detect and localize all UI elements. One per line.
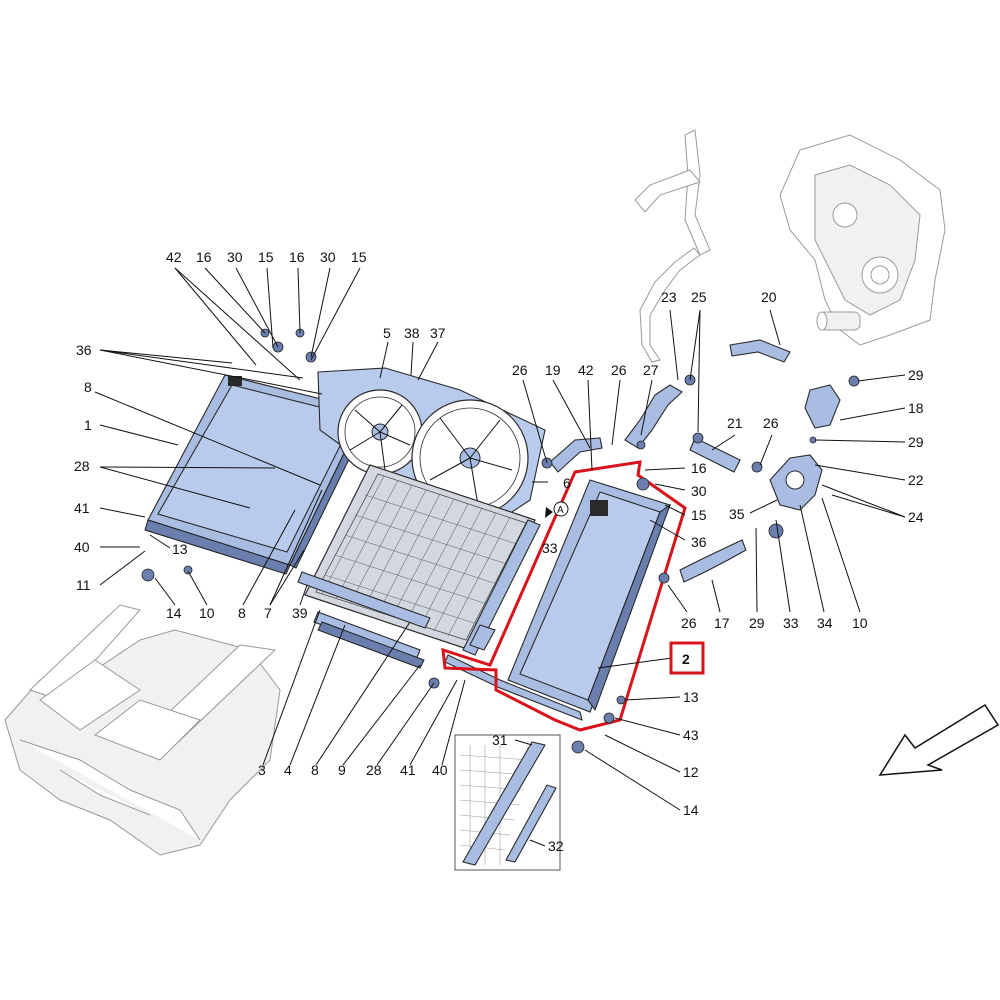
label-14: 14 (166, 605, 182, 621)
label-26: 26 (763, 415, 779, 431)
label-29: 29 (908, 367, 924, 383)
leader-lines (94, 267, 906, 847)
label-7: 7 (264, 605, 272, 621)
label-9: 9 (338, 762, 346, 778)
label-29: 29 (908, 434, 924, 450)
view-a-label: A (557, 505, 564, 516)
direction-arrow-icon (878, 703, 1000, 776)
label-41: 41 (74, 500, 90, 516)
label-38: 38 (404, 325, 420, 341)
label-30: 30 (227, 249, 243, 265)
label-28: 28 (74, 458, 90, 474)
fan-shroud (317, 367, 546, 521)
label-12: 12 (683, 764, 699, 780)
label-6: 6 (563, 475, 571, 491)
label-16: 16 (289, 249, 305, 265)
label-8: 8 (84, 379, 92, 395)
label-39: 39 (292, 605, 308, 621)
label-19: 19 (545, 362, 561, 378)
label-31: 31 (492, 732, 508, 748)
label-4: 4 (284, 762, 292, 778)
part-2-highlight-box (669, 641, 705, 675)
label-13: 13 (683, 689, 699, 705)
engine-block (779, 134, 946, 346)
label-36: 36 (691, 534, 707, 550)
label-16: 16 (691, 460, 707, 476)
label-15: 15 (691, 507, 707, 523)
label-43: 43 (683, 727, 699, 743)
label-40: 40 (432, 762, 448, 778)
label-30: 30 (320, 249, 336, 265)
label-36: 36 (76, 342, 92, 358)
label-21: 21 (727, 415, 743, 431)
label-24: 24 (908, 509, 924, 525)
view-a-marker (553, 501, 569, 517)
label-17: 17 (714, 615, 730, 631)
radiator-part-2 (444, 479, 672, 721)
label-16: 16 (196, 249, 212, 265)
label-28: 28 (366, 762, 382, 778)
underbody-airbox (4, 604, 281, 856)
label-20: 20 (761, 289, 777, 305)
label-15: 15 (258, 249, 274, 265)
label-40: 40 (74, 539, 90, 555)
part-2-highlight-outline (441, 460, 687, 732)
label-29: 29 (749, 615, 765, 631)
label-42: 42 (578, 362, 594, 378)
part-labels: 42 16 30 15 16 30 15 36 5 38 37 8 1 28 4… (74, 249, 924, 854)
label-35: 35 (729, 506, 745, 522)
label-25: 25 (691, 289, 707, 305)
label-11: 11 (76, 577, 91, 593)
detail-inset (454, 734, 561, 871)
label-13: 13 (172, 541, 188, 557)
label-18: 18 (908, 400, 924, 416)
label-27: 27 (643, 362, 659, 378)
label-1: 1 (84, 417, 92, 433)
label-22: 22 (908, 472, 924, 488)
view-a-arrow-icon (545, 507, 553, 518)
label-34: 34 (817, 615, 833, 631)
label-33: 33 (783, 615, 799, 631)
label-26: 26 (611, 362, 627, 378)
label-15: 15 (351, 249, 367, 265)
top-hoses (634, 129, 711, 363)
label-23: 23 (661, 289, 677, 305)
thermostat-housing (769, 454, 823, 511)
label-14: 14 (683, 802, 699, 818)
label-2: 2 (682, 651, 690, 667)
label-3: 3 (258, 762, 266, 778)
label-32: 32 (548, 838, 564, 854)
label-30: 30 (691, 483, 707, 499)
label-10: 10 (199, 605, 215, 621)
fasteners (141, 328, 860, 754)
label-5: 5 (383, 325, 391, 341)
label-41: 41 (400, 762, 416, 778)
label-26: 26 (512, 362, 528, 378)
label-8: 8 (311, 762, 319, 778)
label-26: 26 (681, 615, 697, 631)
label-10: 10 (852, 615, 868, 631)
label-37: 37 (430, 325, 446, 341)
label-42: 42 (166, 249, 182, 265)
label-33: 33 (542, 540, 558, 556)
label-8: 8 (238, 605, 246, 621)
